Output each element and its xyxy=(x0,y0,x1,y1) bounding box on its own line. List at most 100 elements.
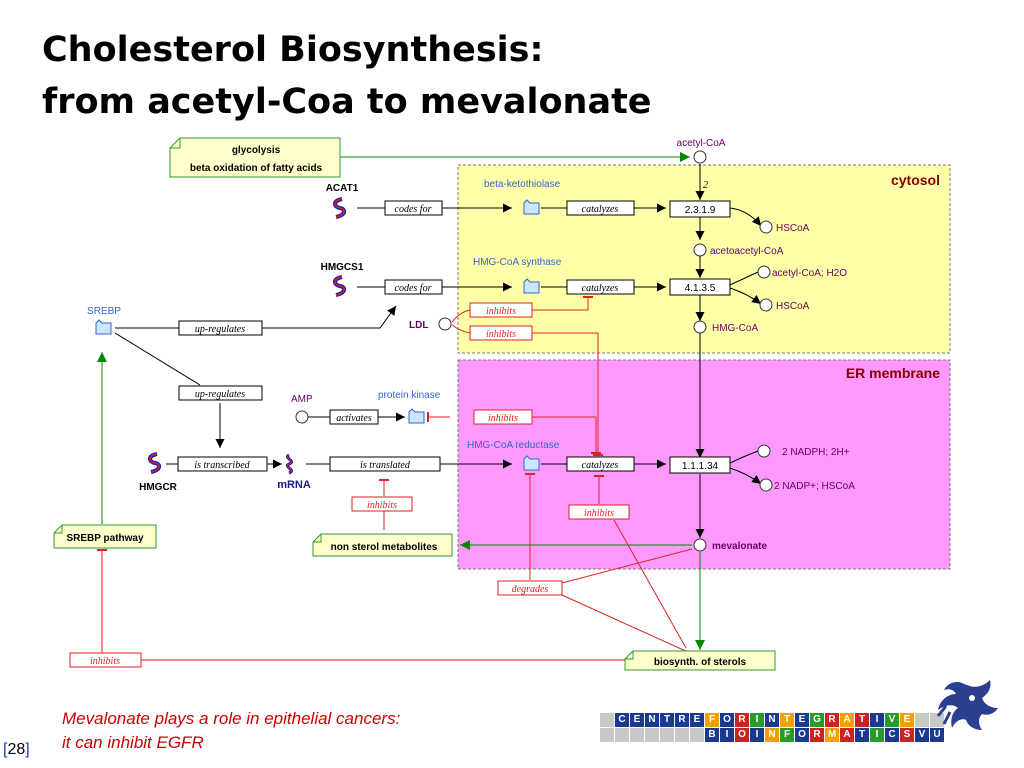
note-biosynth-sterols[interactable]: biosynth. of sterols xyxy=(624,650,776,671)
stamp-row-2-cell: R xyxy=(810,728,824,742)
er-membrane-label: ER membrane xyxy=(846,365,940,381)
note-non-sterol-label: non sterol metabolites xyxy=(331,542,438,553)
metabolite-hscoa-1-circle xyxy=(759,220,773,234)
stamp-row-2-cell: O xyxy=(795,728,809,742)
stamp-row-2-cell: M xyxy=(825,728,839,742)
relation-catalyzes-2[interactable]: catalyzes xyxy=(566,279,635,295)
stamp-row-1-cell: I xyxy=(750,713,764,727)
relation-inhibits-4-label: inhibits xyxy=(367,500,397,511)
protein-beta-ketothiolase-label: beta-ketothiolase xyxy=(484,179,561,190)
cytosol-label: cytosol xyxy=(891,172,940,188)
protein-kinase-glyph xyxy=(408,408,425,424)
stamp-row-1-cell: O xyxy=(720,713,734,727)
gene-hmgcr-glyph xyxy=(148,452,162,474)
stamp-row-2-cell: C xyxy=(885,728,899,742)
stamp-row-1-cell: R xyxy=(735,713,749,727)
stamp-row-2-cell: I xyxy=(870,728,884,742)
relation-codes-for-2-label: codes for xyxy=(395,283,432,294)
enzyme-box-3[interactable]: 1.1.1.34 xyxy=(669,456,731,474)
stamp-row-1-cell: C xyxy=(615,713,629,727)
stamp-row-2-cell: T xyxy=(855,728,869,742)
relation-activates[interactable]: activates xyxy=(329,409,379,425)
stamp-row-1-cell: E xyxy=(900,713,914,727)
relation-codes-for-2[interactable]: codes for xyxy=(384,279,443,295)
protein-srebp-label: SREBP xyxy=(87,306,121,317)
relation-inhibits-3[interactable]: inhibits xyxy=(473,409,533,425)
metabolite-nadp-circle xyxy=(759,478,773,492)
relation-inhibits-1[interactable]: inhibits xyxy=(469,302,533,318)
stoichiometry-label: 2 xyxy=(703,180,708,191)
relation-degrades[interactable]: degrades xyxy=(497,580,563,596)
metabolite-acetoacetyl-coa-label: acetoacetyl-CoA xyxy=(710,246,784,257)
caption-line-1: Mevalonate plays a role in epithelial ca… xyxy=(62,709,401,728)
relation-inhibits-6[interactable]: inhibits xyxy=(69,652,142,668)
relation-catalyzes-2-label: catalyzes xyxy=(582,283,619,294)
relation-inhibits-5[interactable]: inhibits xyxy=(568,504,630,520)
metabolite-acetyl-coa-h2o-circle xyxy=(757,265,771,279)
relation-codes-for-1[interactable]: codes for xyxy=(384,200,443,216)
relation-up-regulates-2[interactable]: up-regulates xyxy=(178,385,263,401)
note-glycolysis[interactable]: glycolysis beta oxidation of fatty acids xyxy=(169,137,341,178)
relation-inhibits-4[interactable]: inhibits xyxy=(351,496,413,512)
stamp-row-1-cell xyxy=(930,713,944,727)
relation-inhibits-3-label: inhibits xyxy=(488,413,518,424)
stamp-row-1-cell: I xyxy=(870,713,884,727)
stamp-row-2-cell: N xyxy=(765,728,779,742)
protein-kinase-label: protein kinase xyxy=(378,390,441,401)
stamp-row-2-cell xyxy=(615,728,629,742)
caption: Mevalonate plays a role in epithelial ca… xyxy=(62,707,400,755)
gene-hmgcr-label: HMGCR xyxy=(139,482,178,493)
metabolite-amp-circle xyxy=(295,410,309,424)
note-biosynth-label: biosynth. of sterols xyxy=(654,657,747,668)
relation-inhibits-2[interactable]: inhibits xyxy=(469,325,533,341)
stamp-row-1-cell: F xyxy=(705,713,719,727)
stamp-row-2-cell: I xyxy=(750,728,764,742)
stamp-row-2-cell xyxy=(675,728,689,742)
metabolite-nadp-label: 2 NADP+; HSCoA xyxy=(774,481,855,492)
relation-is-translated[interactable]: is translated xyxy=(329,456,441,472)
stamp-row-1-cell: R xyxy=(675,713,689,727)
note-glycolysis-line-1: glycolysis xyxy=(232,145,281,156)
relation-catalyzes-1[interactable]: catalyzes xyxy=(566,200,635,216)
protein-srebp-glyph xyxy=(95,319,112,335)
relation-up-regulates-1-label: up-regulates xyxy=(195,324,245,335)
metabolite-hmg-coa-circle xyxy=(693,320,707,334)
stamp-row-1-cell: T xyxy=(780,713,794,727)
stamp-row-1-cell: E xyxy=(690,713,704,727)
relation-is-transcribed[interactable]: is transcribed xyxy=(177,456,268,472)
stamp-row-1-cell: T xyxy=(855,713,869,727)
relation-inhibits-2-label: inhibits xyxy=(486,329,516,340)
relation-inhibits-1-label: inhibits xyxy=(486,306,516,317)
stamp-row-2-cell xyxy=(630,728,644,742)
relation-inhibits-5-label: inhibits xyxy=(584,508,614,519)
mrna-glyph xyxy=(286,453,294,475)
enzyme-box-2[interactable]: 4.1.3.5 xyxy=(669,278,731,296)
pathway-diagram: cytosol ER membrane xyxy=(53,137,951,671)
metabolite-amp-label: AMP xyxy=(291,394,313,405)
stamp-row-2-cell: I xyxy=(720,728,734,742)
metabolite-mevalonate-label: mevalonate xyxy=(712,541,767,552)
stamp-row-2-cell: S xyxy=(900,728,914,742)
note-non-sterol-metabolites[interactable]: non sterol metabolites xyxy=(312,533,453,557)
metabolite-acetyl-coa-label: acetyl-CoA xyxy=(677,138,726,149)
enzyme-ec-3: 1.1.1.34 xyxy=(682,461,719,472)
stamp-row-2-cell xyxy=(690,728,704,742)
metabolite-nadph-label: 2 NADPH; 2H+ xyxy=(782,447,850,458)
stamp-row-1-cell: N xyxy=(645,713,659,727)
stamp-row-2-cell xyxy=(600,728,614,742)
stamp-row-1-cell: E xyxy=(795,713,809,727)
stamp-row-1-cell: R xyxy=(825,713,839,727)
note-srebp-pathway[interactable]: SREBP pathway xyxy=(53,524,157,549)
note-srebp-pathway-label: SREBP pathway xyxy=(66,533,143,544)
metabolite-hmg-coa-label: HMG-CoA xyxy=(712,323,758,334)
relation-up-regulates-1[interactable]: up-regulates xyxy=(178,320,263,336)
stamp-row-2-cell: B xyxy=(705,728,719,742)
enzyme-box-1[interactable]: 2.3.1.9 xyxy=(669,200,731,218)
enzyme-ec-2: 4.1.3.5 xyxy=(685,283,716,294)
relation-degrades-label: degrades xyxy=(512,584,549,595)
relation-catalyzes-3[interactable]: catalyzes xyxy=(566,456,635,472)
stamp-row-1-cell: V xyxy=(885,713,899,727)
university-logo xyxy=(936,680,998,730)
